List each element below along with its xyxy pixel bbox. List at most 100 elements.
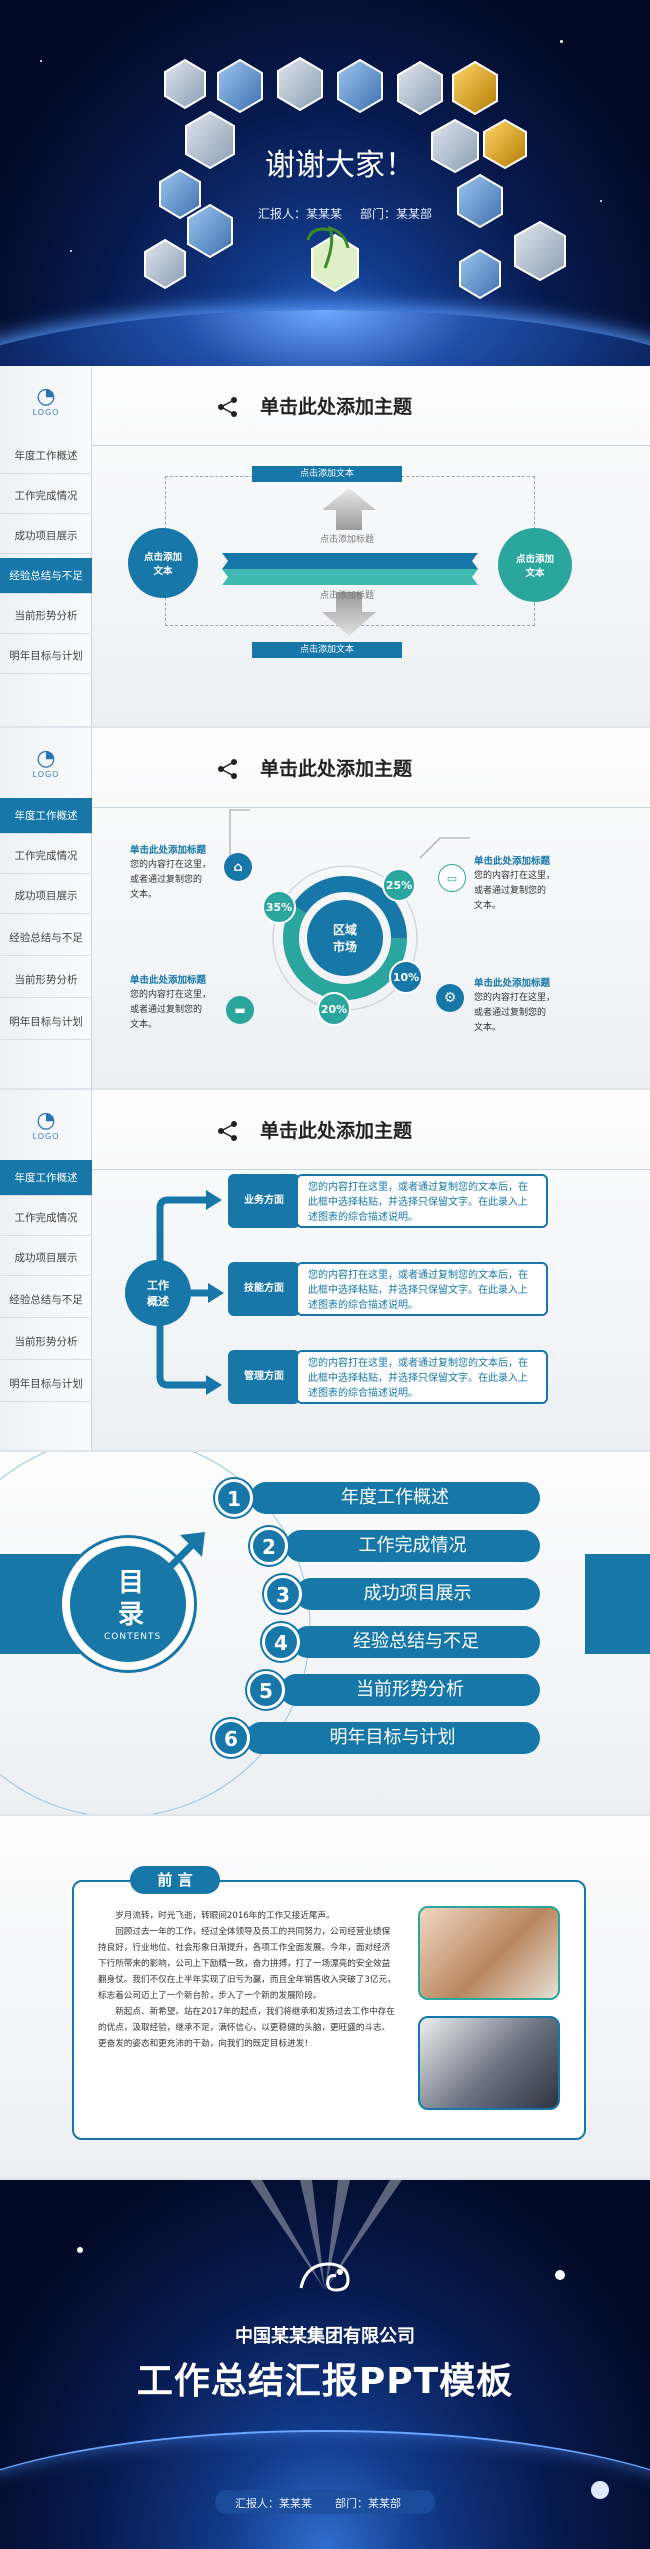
logo-icon: ◔ — [36, 746, 56, 771]
contents-lu: 录 — [118, 1600, 145, 1630]
text-block-bottom-right: 单击此处添加标题您的内容打在这里， 或者通过复制您的 文本。 — [474, 978, 556, 1033]
sidebar-item-4[interactable]: 经验总结与不足 — [0, 920, 92, 956]
sidebar-item-3[interactable]: 成功项目展示 — [0, 1240, 92, 1276]
slide-thanks: 谢谢大家！ 汇报人：某某某 部门：某某部 — [0, 0, 650, 366]
bottom-bar[interactable]: 点击添加文本 — [252, 642, 402, 658]
slide-title: 单击此处添加主题 — [260, 396, 413, 418]
text-block-top-left: 单击此处添加标题您的内容打在这里， 或者通过复制您的 文本。 — [130, 845, 212, 900]
earth-glow-bottom — [0, 2430, 650, 2549]
share-icon — [218, 1121, 237, 1141]
contents-en: CONTENTS — [104, 1632, 162, 1642]
toc-number-6: 6 — [212, 1719, 250, 1757]
slide-contents: 目 录 CONTENTS 年度工作概述 1 工作完成情况 2 成功项目展示 3 … — [0, 1452, 650, 1814]
sidebar-item-4[interactable]: 经验总结与不足 — [0, 1282, 92, 1318]
text-block-top-right: 单击此处添加标题您的内容打在这里， 或者通过复制您的 文本。 — [474, 856, 556, 911]
chameleon-logo-icon — [296, 2258, 354, 2296]
main-title: 工作总结汇报PPT模板 — [136, 2361, 514, 2402]
arrows-graphic — [222, 488, 478, 636]
text-block-bottom-left: 单击此处添加标题您的内容打在这里， 或者通过复制您的 文本。 — [130, 975, 212, 1030]
sidebar-item-1[interactable]: 年度工作概述 — [0, 438, 92, 474]
slide-market: ◔LOGO 年度工作概述 工作完成情况 成功项目展示 经验总结与不足 当前形势分… — [0, 728, 650, 1088]
sidebar-item-4[interactable]: 经验总结与不足 — [0, 558, 92, 594]
toc-item-2[interactable]: 工作完成情况 — [285, 1530, 540, 1562]
arrow-icon — [157, 1532, 205, 1580]
contents-mu: 目 — [118, 1568, 145, 1598]
toc-number-1: 1 — [215, 1479, 253, 1517]
sidebar-item-1[interactable]: 年度工作概述 — [0, 798, 92, 834]
percent-badge-4: 20% — [317, 992, 351, 1026]
right-band — [585, 1554, 650, 1654]
preface-p3: 新起点、新希望。站在2017年的起点，我们将继承和发扬过去工作中存在的优点，汲取… — [98, 2007, 395, 2049]
row-label-1: 业务方面 — [228, 1174, 300, 1228]
toc-item-1[interactable]: 年度工作概述 — [250, 1482, 540, 1514]
slide-preface: 前 言 岁月流转，时光飞逝，转眼间2016年的工作又接近尾声。 回顾过去一年的工… — [0, 1816, 650, 2178]
slide-process: ◔LOGO 年度工作概述 工作完成情况 成功项目展示 经验总结与不足 当前形势分… — [0, 366, 650, 726]
center-circle: 区域 市场 — [332, 923, 357, 954]
title-row: 单击此处添加主题 — [92, 366, 650, 446]
sidebar-item-3[interactable]: 成功项目展示 — [0, 518, 92, 554]
right-circle[interactable]: 点击添加 文本 — [498, 528, 572, 602]
share-icon — [218, 397, 237, 417]
logo: ◔LOGO — [24, 746, 68, 780]
toc-item-4[interactable]: 经验总结与不足 — [292, 1626, 540, 1658]
sidebar-item-6[interactable]: 明年目标与计划 — [0, 638, 92, 674]
reporter-label: 汇报人：某某某 — [258, 207, 343, 221]
photo-meeting — [418, 1906, 560, 2000]
contents-disc — [62, 1538, 194, 1670]
left-circle[interactable]: 点击添加 文本 — [128, 528, 198, 598]
sidebar-item-6[interactable]: 明年目标与计划 — [0, 1004, 92, 1040]
toc-number-2: 2 — [250, 1527, 288, 1565]
sidebar-item-5[interactable]: 当前形势分析 — [0, 598, 92, 634]
sidebar-item-5[interactable]: 当前形势分析 — [0, 1324, 92, 1360]
sidebar: ◔LOGO 年度工作概述 工作完成情况 成功项目展示 经验总结与不足 当前形势分… — [0, 728, 92, 1088]
toc-item-5[interactable]: 当前形势分析 — [280, 1674, 540, 1706]
sidebar: ◔LOGO 年度工作概述 工作完成情况 成功项目展示 经验总结与不足 当前形势分… — [0, 1090, 92, 1450]
slide-work-overview: ◔LOGO 年度工作概述 工作完成情况 成功项目展示 经验总结与不足 当前形势分… — [0, 1090, 650, 1450]
hexagon-photo-collage — [144, 56, 566, 300]
title-row: 单击此处添加主题 — [92, 728, 650, 808]
slide-cover: 中国某某集团有限公司 工作总结汇报PPT模板 汇报人：某某某 部门：某某部 — [0, 2180, 650, 2549]
row-text-1: 您的内容打在这里，或者通过复制您的文本后，在此框中选择粘贴，并选择只保留文字。在… — [296, 1174, 548, 1228]
sidebar-item-1[interactable]: 年度工作概述 — [0, 1160, 92, 1196]
toc-number-5: 5 — [247, 1671, 285, 1709]
chat-icon: ▬ — [226, 996, 254, 1024]
photo-handshake — [418, 2016, 560, 2110]
percent-badge-1: 35% — [262, 890, 296, 924]
upper-label: 点击添加标题 — [320, 535, 375, 545]
toc-number-3: 3 — [264, 1575, 302, 1613]
top-bar[interactable]: 点击添加文本 — [252, 466, 402, 482]
market-ring-diagram — [229, 809, 470, 1011]
house-icon: ⌂ — [224, 853, 252, 881]
company-name: 中国某某集团有限公司 — [235, 2326, 415, 2347]
gear-icon: ⚙ — [436, 984, 464, 1012]
logo: ◔LOGO — [24, 1108, 68, 1142]
logo: ◔LOGO — [24, 384, 68, 418]
logo-icon: ◔ — [36, 384, 56, 409]
sidebar-item-2[interactable]: 工作完成情况 — [0, 838, 92, 874]
laptop-icon: ▭ — [438, 864, 466, 892]
title-row: 单击此处添加主题 — [92, 1090, 650, 1170]
slide-title: 单击此处添加主题 — [260, 758, 413, 780]
sidebar: ◔LOGO 年度工作概述 工作完成情况 成功项目展示 经验总结与不足 当前形势分… — [0, 366, 92, 726]
sidebar-item-5[interactable]: 当前形势分析 — [0, 962, 92, 998]
toc-number-4: 4 — [262, 1623, 300, 1661]
thanks-title: 谢谢大家！ — [265, 148, 415, 183]
lower-label: 点击添加标题 — [320, 591, 375, 601]
sidebar-item-3[interactable]: 成功项目展示 — [0, 878, 92, 914]
percent-badge-2: 25% — [382, 868, 416, 902]
sidebar-item-6[interactable]: 明年目标与计划 — [0, 1366, 92, 1402]
preface-text: 岁月流转，时光飞逝，转眼间2016年的工作又接近尾声。 回顾过去一年的工作，经过… — [98, 1908, 398, 2052]
row-label-2: 技能方面 — [228, 1262, 300, 1316]
logo-icon: ◔ — [36, 1108, 56, 1133]
dept-label: 部门：某某部 — [360, 207, 433, 221]
preface-p2: 回顾过去一年的工作，经过全体领导及员工的共同努力，公司经营业绩保持良好，行业地位… — [98, 1927, 396, 2001]
sidebar-item-2[interactable]: 工作完成情况 — [0, 478, 92, 514]
toc-item-6[interactable]: 明年目标与计划 — [245, 1722, 540, 1754]
preface-title: 前 言 — [130, 1866, 220, 1894]
center-circle: 工作 概述 — [125, 1260, 191, 1326]
row-label-3: 管理方面 — [228, 1350, 300, 1404]
row-text-2: 您的内容打在这里，或者通过复制您的文本后，在此框中选择粘贴，并选择只保留文字。在… — [296, 1262, 548, 1316]
toc-item-3[interactable]: 成功项目展示 — [295, 1578, 540, 1610]
preface-p1: 岁月流转，时光飞逝，转眼间2016年的工作又接近尾声。 — [115, 1911, 335, 1921]
sidebar-item-2[interactable]: 工作完成情况 — [0, 1200, 92, 1236]
